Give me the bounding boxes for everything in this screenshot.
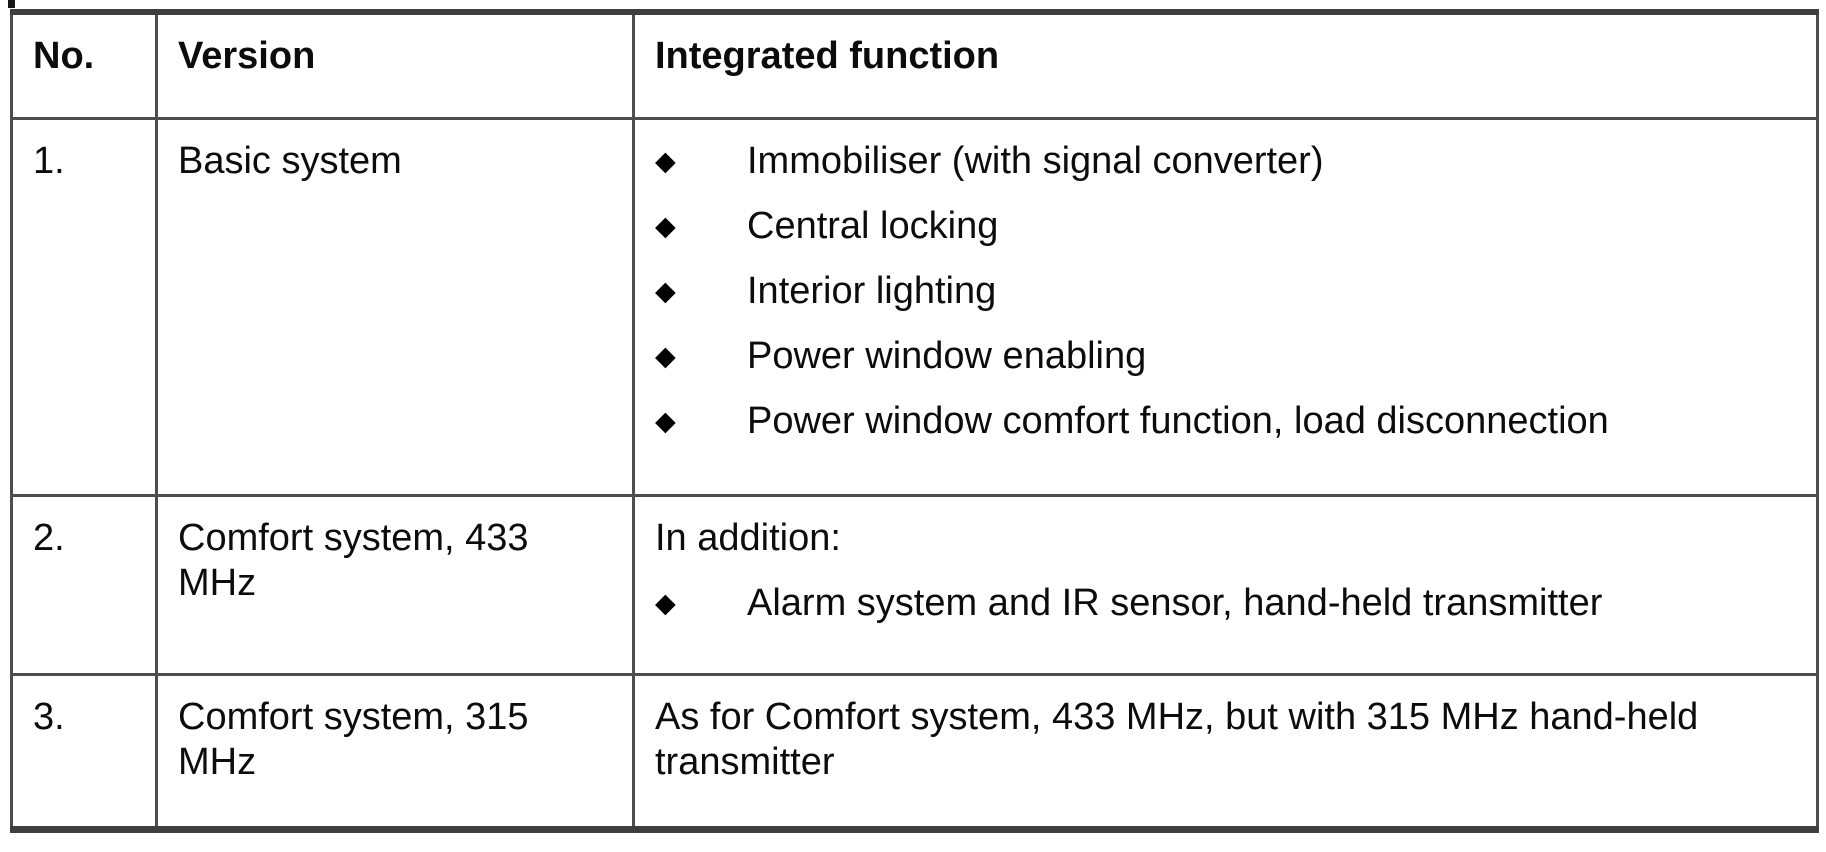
header-cell-no: No. [10, 10, 158, 120]
bullet-label: Power window enabling [747, 334, 1147, 377]
header-cell-integrated-function: Integrated function [632, 10, 1819, 120]
diamond-bullet-icon: ◆ [655, 405, 676, 436]
diamond-bullet-icon: ◆ [655, 210, 676, 241]
bullet-item: ◆ Power window comfort function, load di… [655, 399, 1796, 444]
row-number-cell: 2. [10, 493, 158, 676]
row-number-cell: 3. [10, 672, 158, 831]
version-cell: Comfort system, 315 MHz [155, 672, 635, 831]
function-cell: ◆ Immobiliser (with signal converter) ◆ … [632, 116, 1819, 497]
versions-table: No. Version Integrated function 1. Basic… [10, 9, 1819, 833]
function-cell: In addition: ◆ Alarm system and IR senso… [632, 493, 1819, 676]
diamond-bullet-icon: ◆ [655, 145, 676, 176]
version-cell: Comfort system, 433 MHz [155, 493, 635, 676]
diamond-bullet-icon: ◆ [655, 340, 676, 371]
bullet-label: Central locking [747, 204, 999, 247]
bullet-label: Alarm system and IR sensor, hand-held tr… [747, 581, 1603, 624]
diamond-bullet-icon: ◆ [655, 587, 676, 618]
bullet-item: ◆ Alarm system and IR sensor, hand-held … [655, 581, 1796, 626]
header-cell-version: Version [155, 10, 635, 120]
row-number-cell: 1. [10, 116, 158, 497]
function-cell: As for Comfort system, 433 MHz, but with… [632, 672, 1819, 831]
table-header-row: No. Version Integrated function [10, 10, 1819, 120]
bullet-label: Interior lighting [747, 269, 997, 312]
table-row: 3. Comfort system, 315 MHz As for Comfor… [10, 672, 1819, 831]
intro-text: In addition: [655, 516, 841, 559]
bullet-item: ◆ Central locking [655, 204, 1796, 249]
version-cell: Basic system [155, 116, 635, 497]
bullet-item: ◆ Power window enabling [655, 334, 1796, 379]
bullet-item: ◆ Interior lighting [655, 269, 1796, 314]
table-row: 2. Comfort system, 433 MHz In addition: … [10, 493, 1819, 676]
scan-artifact-mark [8, 0, 15, 8]
bullet-item: ◆ Immobiliser (with signal converter) [655, 139, 1796, 184]
bullet-label: Immobiliser (with signal converter) [747, 139, 1324, 182]
table-row: 1. Basic system ◆ Immobiliser (with sign… [10, 116, 1819, 497]
bullet-label: Power window comfort function, load disc… [747, 399, 1609, 442]
function-text: As for Comfort system, 433 MHz, but with… [655, 695, 1699, 783]
diamond-bullet-icon: ◆ [655, 275, 676, 306]
